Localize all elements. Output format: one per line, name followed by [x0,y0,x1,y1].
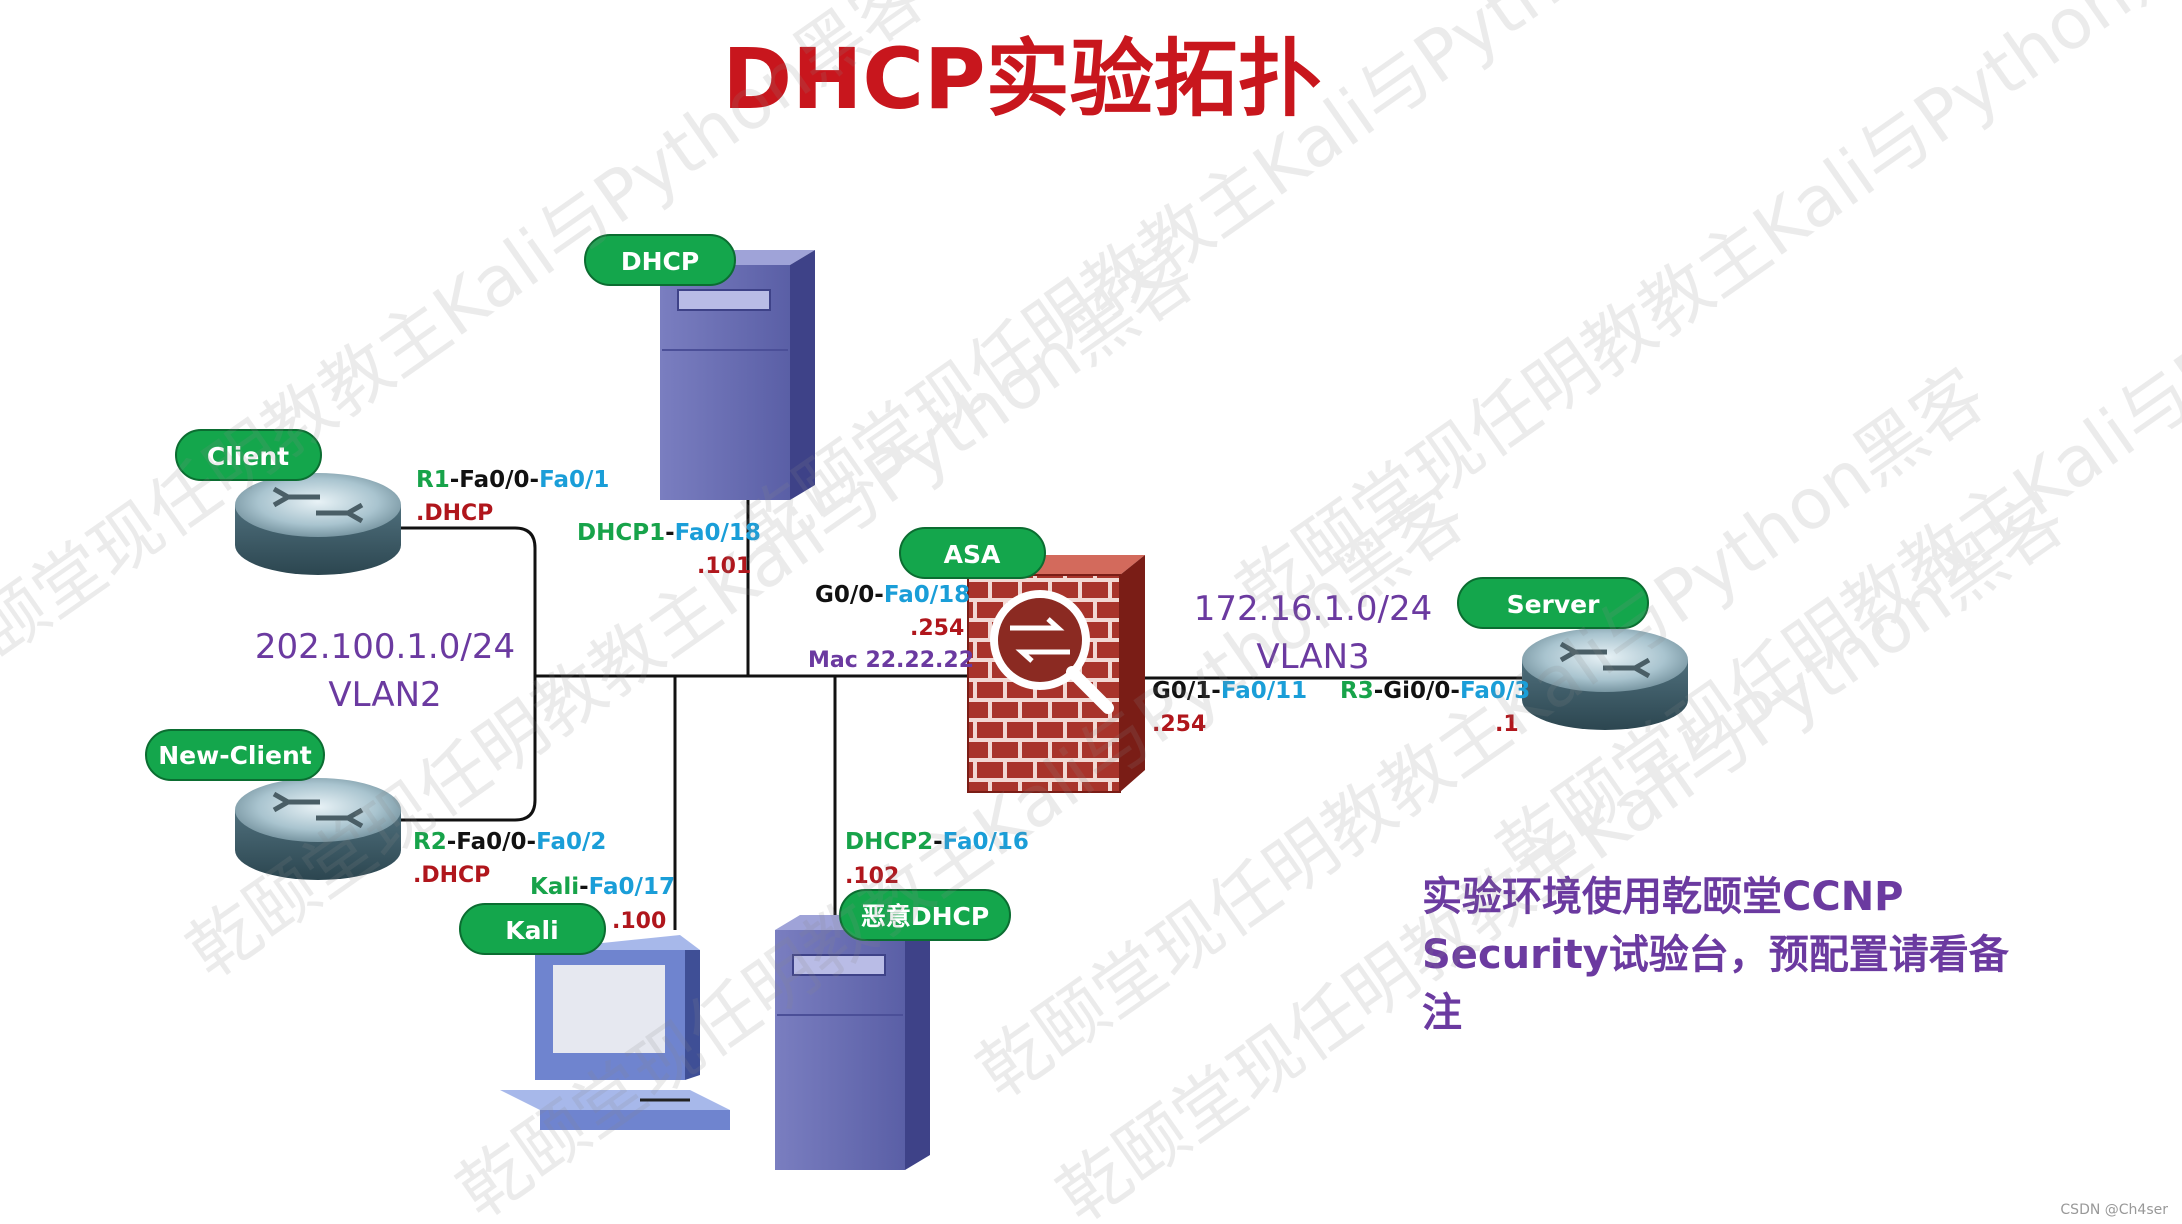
lab-note: 实验环境使用乾颐堂CCNP Security试验台，预配置请看备 注 [1422,874,2010,1036]
rogue-dhcp-server-tower-icon[interactable] [775,915,930,1170]
svg-text:Client: Client [207,442,289,471]
rogue-dhcp-label-badge: 恶意DHCP [839,889,1011,941]
svg-text:New-Client: New-Client [158,741,312,770]
asa-label-badge: ASA [899,527,1046,579]
r3-ip-label: .1 [1495,712,1519,737]
vlan2-subnet-label: 202.100.1.0/24 [255,627,515,667]
kali-label-badge: Kali [459,903,606,955]
kali-port-label: Kali-Fa0/17 [530,874,675,900]
network-labels: 202.100.1.0/24 VLAN2 172.16.1.0/24 VLAN3 [255,589,1432,715]
svg-text:ASA: ASA [944,540,1001,569]
r3-port-label: R3-Gi0/0-Fa0/3 [1340,678,1530,704]
kali-ip-label: .100 [612,909,666,934]
vlan3-subnet-label: 172.16.1.0/24 [1194,589,1433,629]
port-labels: R1-Fa0/0-Fa0/1 .DHCP R2-Fa0/0-Fa0/2 .DHC… [413,467,1530,934]
svg-text:DHCP: DHCP [621,247,699,276]
client-router-icon[interactable] [235,473,401,575]
client-label-badge: Client [175,429,322,481]
vlan3-name-label: VLAN3 [1256,637,1369,677]
dhcp2-port-label: DHCP2-Fa0/16 [845,829,1029,855]
dhcp-label-badge: DHCP [584,234,736,286]
asa-g01-port-label: G0/1-Fa0/11 [1152,678,1307,704]
r1-port-label: R1-Fa0/0-Fa0/1 [416,467,609,493]
footer-credit: CSDN @Ch4ser [2060,1202,2168,1218]
dhcp2-ip-label: .102 [845,864,899,889]
svg-text:实验环境使用乾颐堂CCNP: 实验环境使用乾颐堂CCNP [1422,874,1904,920]
vlan2-name-label: VLAN2 [328,675,441,715]
dhcp1-ip-label: .101 [697,554,751,579]
new-client-router-icon[interactable] [235,778,401,880]
dhcp1-port-label: DHCP1-Fa0/18 [577,520,761,546]
svg-text:Kali: Kali [505,916,558,945]
kali-pc-icon[interactable] [500,935,730,1130]
link-client-newclient-bracket [395,526,537,822]
connection-lines [395,500,1525,930]
server-label-badge: Server [1457,577,1649,629]
asa-g00-port-label: G0/0-Fa0/18 [815,582,970,608]
svg-text:Server: Server [1507,590,1601,619]
new-client-label-badge: New-Client [145,729,325,781]
server-router-icon[interactable] [1522,628,1688,730]
page-title: DHCP实验拓扑 [722,30,1321,128]
svg-text:Security试验台，预配置请看备: Security试验台，预配置请看备 [1422,932,2010,978]
svg-text:恶意DHCP: 恶意DHCP [861,902,989,931]
asa-g01-ip-label: .254 [1152,712,1206,737]
r2-port-label: R2-Fa0/0-Fa0/2 [413,829,606,855]
r2-ip-label: .DHCP [413,863,490,888]
r1-ip-label: .DHCP [416,501,493,526]
asa-firewall-icon[interactable] [967,555,1145,793]
asa-mac-label: Mac 22.22.22 [808,648,974,673]
asa-g00-ip-label: .254 [910,616,964,641]
svg-text:注: 注 [1422,990,1462,1036]
